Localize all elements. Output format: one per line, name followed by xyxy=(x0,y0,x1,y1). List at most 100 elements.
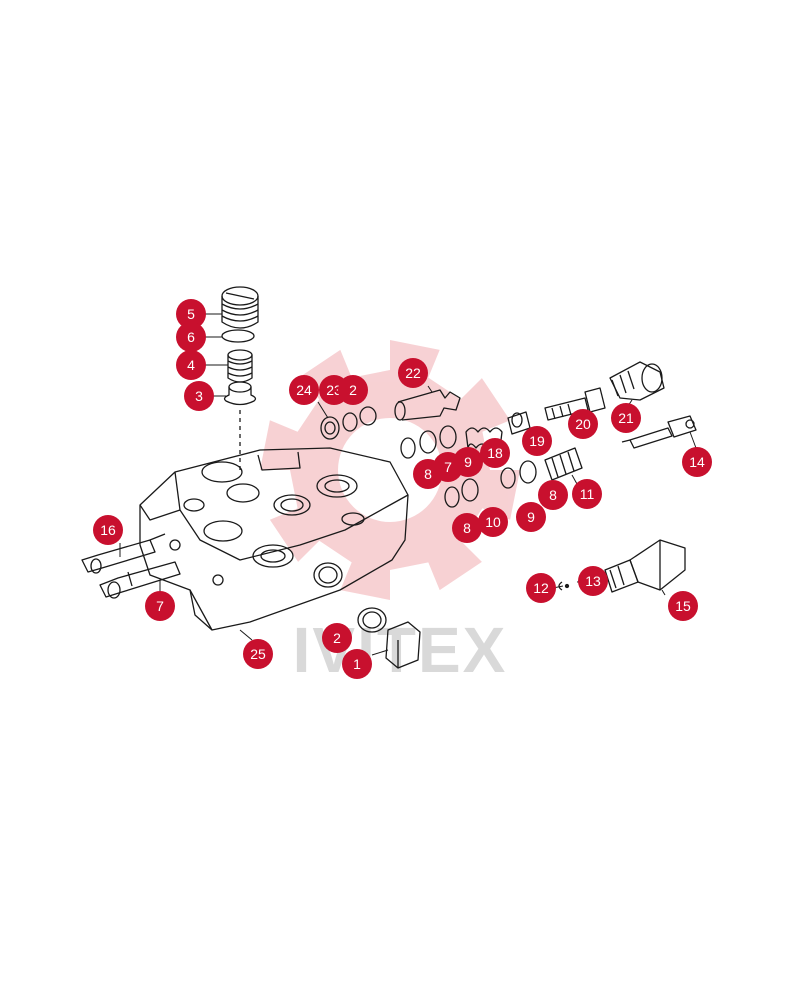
callout-22: 22 xyxy=(398,358,428,388)
callout-20: 20 xyxy=(568,409,598,439)
part-23-oring xyxy=(342,412,358,432)
callout-badge xyxy=(413,459,443,489)
callout-label: 2 xyxy=(349,382,357,398)
callout-badge xyxy=(289,375,319,405)
callout-label: 22 xyxy=(405,365,421,381)
part-2-seal-washer xyxy=(357,607,387,633)
callout-label: 12 xyxy=(533,580,549,596)
callout-8: 8 xyxy=(413,459,443,489)
callout-label: 21 xyxy=(618,410,634,426)
part-21-cap xyxy=(609,361,665,401)
callout-13: 13 xyxy=(578,566,608,596)
callout-label: 8 xyxy=(549,487,557,503)
callout-2: 2 xyxy=(322,623,352,653)
callout-label: 9 xyxy=(527,509,535,525)
callout-badge xyxy=(322,623,352,653)
part-14-adjuster xyxy=(621,415,697,449)
part-washers-row-lower xyxy=(444,460,537,508)
part-13-nut xyxy=(604,559,639,593)
callout-21: 21 xyxy=(611,403,641,433)
callout-label: 1 xyxy=(353,656,361,672)
callout-badge xyxy=(145,591,175,621)
callout-badge xyxy=(568,409,598,439)
callout-2: 2 xyxy=(338,375,368,405)
part-6-oring xyxy=(221,329,255,343)
callout-label: 7 xyxy=(444,459,452,475)
spool-upper xyxy=(81,533,166,574)
callout-label: 5 xyxy=(187,306,195,322)
part-2-oring-small xyxy=(359,406,377,426)
callout-label: 13 xyxy=(585,573,601,589)
callout-label: 11 xyxy=(580,486,595,502)
part-washers-row-upper xyxy=(400,425,457,459)
part-3-seat xyxy=(223,381,257,406)
callout-badge xyxy=(398,358,428,388)
callout-label: 20 xyxy=(575,416,591,432)
callout-badge xyxy=(572,479,602,509)
part-22-plunger xyxy=(394,389,461,421)
callout-badge xyxy=(611,403,641,433)
callout-label: 19 xyxy=(529,433,545,449)
callout-label: 24 xyxy=(296,382,312,398)
callout-badge xyxy=(478,507,508,537)
callout-label: 16 xyxy=(100,522,116,538)
callout-badge xyxy=(480,438,510,468)
callout-11: 11 xyxy=(572,479,602,509)
callout-label: 15 xyxy=(675,598,691,614)
callout-5: 5 xyxy=(176,299,206,329)
part-15-fitting xyxy=(629,539,686,591)
valve-body xyxy=(139,447,409,631)
part-drawings xyxy=(81,286,697,669)
callout-badge xyxy=(538,480,568,510)
callout-badge xyxy=(452,513,482,543)
callout-label: 25 xyxy=(250,646,266,662)
callout-24: 24 xyxy=(289,375,319,405)
callout-badge xyxy=(184,381,214,411)
callout-label: 6 xyxy=(187,329,195,345)
callout-badge xyxy=(682,447,712,477)
callout-14: 14 xyxy=(682,447,712,477)
callout-badge xyxy=(243,639,273,669)
callout-badge xyxy=(668,591,698,621)
spool-lower xyxy=(99,561,181,599)
part-11-spring xyxy=(544,447,583,481)
callout-16: 16 xyxy=(93,515,123,545)
callout-label: 2 xyxy=(333,630,341,646)
callout-badge xyxy=(176,299,206,329)
callout-25: 25 xyxy=(243,639,273,669)
callout-label: 9 xyxy=(464,454,472,470)
callout-3: 3 xyxy=(184,381,214,411)
callout-15: 15 xyxy=(668,591,698,621)
callout-10: 10 xyxy=(478,507,508,537)
part-12-pin xyxy=(558,581,570,591)
part-24-washer xyxy=(320,416,340,440)
callout-label: 3 xyxy=(195,388,203,404)
callout-label: 8 xyxy=(463,520,471,536)
callout-label: 14 xyxy=(689,454,705,470)
callout-label: 7 xyxy=(156,598,164,614)
callout-badge xyxy=(578,566,608,596)
part-4-spring xyxy=(227,349,253,383)
callout-4: 4 xyxy=(176,350,206,380)
gear-hole xyxy=(338,418,442,522)
callout-1: 1 xyxy=(342,649,372,679)
callout-badge xyxy=(338,375,368,405)
callout-badge xyxy=(93,515,123,545)
part-5-plug xyxy=(221,286,259,329)
callout-label: 8 xyxy=(424,466,432,482)
callout-badge xyxy=(176,350,206,380)
callout-badge xyxy=(526,573,556,603)
callout-badge xyxy=(516,502,546,532)
part-20-bolt xyxy=(544,387,606,421)
callout-label: 4 xyxy=(187,357,195,373)
callout-badge xyxy=(342,649,372,679)
callout-label: 23 xyxy=(326,382,342,398)
callout-19: 19 xyxy=(522,426,552,456)
callout-label: 18 xyxy=(487,445,503,461)
callout-7: 7 xyxy=(145,591,175,621)
callout-8: 8 xyxy=(538,480,568,510)
callout-badge xyxy=(176,322,206,352)
callout-12: 12 xyxy=(526,573,556,603)
